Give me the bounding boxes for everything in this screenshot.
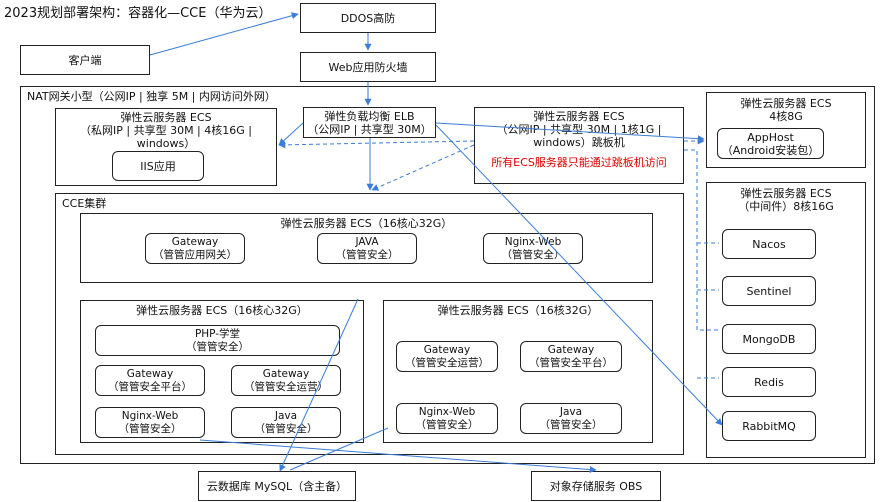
cce-top-nginx-line2: （管管安全） xyxy=(501,248,565,261)
cce-left-title: 弹性云服务器 ECS（16核心32G） xyxy=(136,304,308,317)
cce-top-java-line1: JAVA xyxy=(355,235,379,248)
cce-right-item2-line1: Gateway xyxy=(547,343,595,356)
ecs-jump-line1: 弹性云服务器 ECS xyxy=(533,110,625,123)
cce-top-nginx: Nginx-Web （管管安全） xyxy=(483,233,583,264)
nat-label: NAT网关小型（公网IP | 独享 5M | 内网访问外网） xyxy=(27,90,276,103)
cce-right-item2-line2: （管管安全平台） xyxy=(529,356,613,369)
cce-left-php-line2: （管管安全） xyxy=(186,340,249,353)
redis-label: Redis xyxy=(754,375,784,389)
middleware-redis: Redis xyxy=(722,367,816,397)
mysql-node: 云数据库 MySQL（含主备） xyxy=(198,471,356,501)
elb-line2: （公网IP | 共享型 30M） xyxy=(307,122,432,136)
elb-node: 弹性负载均衡 ELB （公网IP | 共享型 30M） xyxy=(303,107,436,138)
ddos-label: DDOS高防 xyxy=(340,11,396,25)
cce-left-item2-line2: （管管安全运营） xyxy=(244,380,328,393)
cce-label: CCE集群 xyxy=(62,197,107,210)
cce-left-item3-line2: （管管安全） xyxy=(118,422,182,435)
ecs-windows-node: 弹性云服务器 ECS （私网IP | 共享型 30M | 4核16G | win… xyxy=(55,108,277,186)
sentinel-label: Sentinel xyxy=(746,284,792,298)
ecs-jump-line2: （公网IP | 共享型 30M | 1核1G | xyxy=(496,123,662,136)
cce-top-gateway-line1: Gateway xyxy=(171,235,219,248)
cce-top-java: JAVA （管管安全） xyxy=(317,233,417,264)
cce-left-nginx: Nginx-Web （管管安全） xyxy=(95,407,205,438)
cce-right-java: Java （管管安全） xyxy=(520,403,622,434)
client-node: 客户端 xyxy=(20,45,150,75)
nacos-label: Nacos xyxy=(752,237,786,251)
mysql-label: 云数据库 MySQL（含主备） xyxy=(206,479,348,493)
cce-left-item2-line1: Gateway xyxy=(262,367,310,380)
cce-right-item4-line2: （管管安全） xyxy=(539,418,603,431)
cce-ecs-right: 弹性云服务器 ECS（16核32G） Gateway （管管安全运营） Gate… xyxy=(383,300,653,443)
cce-right-item1-line1: Gateway xyxy=(423,343,471,356)
waf-node: Web应用防火墙 xyxy=(300,52,436,82)
elb-line1: 弹性负载均衡 ELB xyxy=(324,109,415,123)
obs-node: 对象存储服务 OBS xyxy=(531,471,661,501)
obs-label: 对象存储服务 OBS xyxy=(549,479,643,493)
cce-left-item1-line1: Gateway xyxy=(126,367,174,380)
cce-cluster-frame: CCE集群 弹性云服务器 ECS（16核心32G） Gateway （管管应用网… xyxy=(55,193,684,455)
iis-app: IIS应用 xyxy=(112,151,204,181)
cce-top-gateway-line2: （管管应用网关） xyxy=(153,248,237,261)
cce-right-nginx: Nginx-Web （管管安全） xyxy=(396,403,498,434)
iis-label: IIS应用 xyxy=(140,159,176,173)
cce-ecs-left: 弹性云服务器 ECS（16核心32G） PHP-学堂 （管管安全） Gatewa… xyxy=(80,300,364,443)
cce-top-title: 弹性云服务器 ECS（16核心32G） xyxy=(280,217,453,230)
middleware-nacos: Nacos xyxy=(722,229,816,259)
cce-right-item4-line1: Java xyxy=(559,405,583,418)
ecs-middleware-line2: （中间件）8核16G xyxy=(738,200,834,213)
cce-right-gateway-platform: Gateway （管管安全平台） xyxy=(520,341,622,372)
cce-top-gateway: Gateway （管管应用网关） xyxy=(145,233,245,264)
cce-right-title: 弹性云服务器 ECS（16核32G） xyxy=(437,304,599,317)
ddos-node: DDOS高防 xyxy=(300,3,436,33)
cce-right-item3-line1: Nginx-Web xyxy=(418,405,476,418)
ecs-jump-line3: windows）跳板机 xyxy=(533,136,625,149)
waf-label: Web应用防火墙 xyxy=(328,60,408,74)
diagram-title: 2023规划部署架构：容器化—CCE（华为云） xyxy=(4,6,272,21)
ecs-apphost-line1: 弹性云服务器 ECS xyxy=(740,97,832,110)
ecs-apphost-node: 弹性云服务器 ECS 4核8G AppHost （Android安装包） xyxy=(706,92,866,168)
cce-right-item3-line2: （管管安全） xyxy=(415,418,479,431)
cce-right-item1-line2: （管管安全运营） xyxy=(405,356,489,369)
ecs-middleware-line1: 弹性云服务器 ECS xyxy=(740,187,832,200)
ecs-middleware-node: 弹性云服务器 ECS （中间件）8核16G Nacos Sentinel Mon… xyxy=(706,182,866,458)
mongodb-label: MongoDB xyxy=(742,332,796,346)
jumphost-note: 所有ECS服务器只能通过跳板机访问 xyxy=(491,156,667,169)
cce-left-item3-line1: Nginx-Web xyxy=(121,409,179,422)
ecs-apphost-line2: 4核8G xyxy=(769,110,803,123)
cce-left-java: Java （管管安全） xyxy=(231,407,341,438)
apphost-line1: AppHost xyxy=(747,130,794,144)
ecs-windows-line1: 弹性云服务器 ECS xyxy=(120,111,212,124)
cce-left-item1-line2: （管管安全平台） xyxy=(108,380,192,393)
ecs-jumphost-node: 弹性云服务器 ECS （公网IP | 共享型 30M | 1核1G | wind… xyxy=(474,107,684,184)
ecs-windows-line3: windows） xyxy=(136,137,196,150)
client-label: 客户端 xyxy=(68,53,102,67)
apphost-line2: （Android安装包） xyxy=(721,143,820,157)
apphost-app: AppHost （Android安装包） xyxy=(717,128,824,159)
cce-ecs-top: 弹性云服务器 ECS（16核心32G） Gateway （管管应用网关） JAV… xyxy=(80,213,653,283)
cce-left-gateway-platform: Gateway （管管安全平台） xyxy=(95,365,205,396)
middleware-sentinel: Sentinel xyxy=(722,276,816,306)
cce-right-gateway-ops: Gateway （管管安全运营） xyxy=(396,341,498,372)
cce-left-item4-line1: Java xyxy=(274,409,298,422)
cce-left-php-line1: PHP-学堂 xyxy=(194,327,241,340)
middleware-mongodb: MongoDB xyxy=(722,324,816,354)
ecs-windows-line2: （私网IP | 共享型 30M | 4核16G | xyxy=(80,124,252,137)
middleware-rabbitmq: RabbitMQ xyxy=(722,411,816,441)
cce-top-nginx-line1: Nginx-Web xyxy=(504,235,562,248)
cce-top-java-line2: （管管安全） xyxy=(335,248,399,261)
cce-left-gateway-ops: Gateway （管管安全运营） xyxy=(231,365,341,396)
rabbitmq-label: RabbitMQ xyxy=(742,419,796,433)
cce-left-php: PHP-学堂 （管管安全） xyxy=(95,325,340,356)
cce-left-item4-line2: （管管安全） xyxy=(254,422,318,435)
